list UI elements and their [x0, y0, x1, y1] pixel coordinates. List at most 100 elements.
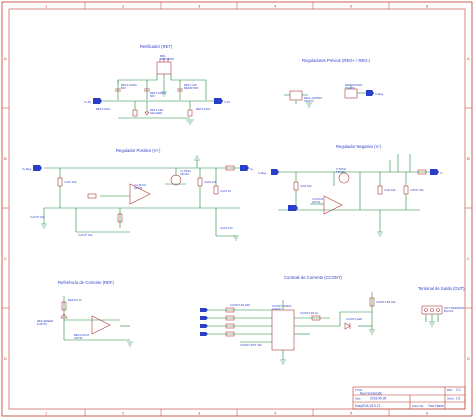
- row-label-b-right: B: [467, 156, 470, 161]
- ground-icon: [429, 321, 435, 327]
- col-label-3: 3: [198, 4, 201, 9]
- title-block-rev: 1.0: [456, 388, 461, 392]
- netflag-vref-in: [288, 205, 298, 211]
- section-title-output-terminal: Terminal de Saída (OUT): [418, 286, 465, 291]
- title-block-date: 2018-05-28: [370, 397, 387, 401]
- rectifier-section: [100, 58, 214, 125]
- label-pot-v2: V+POT 10k: [78, 233, 93, 237]
- label-r-v3: V+R3 1k: [220, 189, 231, 193]
- label-r-v2: V+R2 10k: [204, 180, 217, 184]
- label-r-cc3: CCONT-R3 10k: [376, 300, 396, 304]
- col-label-5: 5: [350, 4, 353, 9]
- col-label-2-bottom: 2: [122, 411, 125, 416]
- sheet-inner-frame: [8, 8, 466, 410]
- section-title-rectifier: Retificador (RET): [140, 44, 173, 49]
- title-block-rev-label: REV:: [447, 388, 453, 392]
- col-label-4: 4: [274, 4, 277, 9]
- label-r-ref: REF-R1 1k: [68, 298, 82, 302]
- label-r-n1: V-R1 10k: [300, 184, 312, 188]
- transistor-tip42[interactable]: [338, 172, 350, 184]
- netflag-vin-pos-label: V+IN: [84, 100, 91, 104]
- section-title-pre-regulators: Reguladores Prévios (REG+ / REG-): [302, 58, 371, 63]
- label-r-n2: V-R2 10k: [384, 188, 396, 192]
- ground-icon: [186, 119, 194, 125]
- transistor-tip41[interactable]: [170, 174, 182, 186]
- ground-icon: [127, 341, 133, 347]
- netflag-v-out-neg-label: V-: [440, 171, 443, 175]
- row-label-b: B: [4, 156, 7, 161]
- col-label-6-bottom: 6: [426, 411, 429, 416]
- netflag-vreg-neg-label: V-Reg: [375, 92, 384, 96]
- label-pot-n: V-POT 10k: [410, 188, 424, 192]
- ic-lm324[interactable]: [271, 309, 295, 351]
- netflag-vin-pos: V+IN: [84, 98, 102, 104]
- label-r-v1: V+R1 10k: [64, 180, 77, 184]
- title-block: [352, 386, 466, 410]
- pre-regulator-section: [284, 84, 366, 108]
- label-r-ret1-right: RET2-100n: [196, 107, 211, 111]
- label-pot-cc: CCONT-POT 10k: [240, 343, 262, 347]
- col-label-2: 2: [122, 4, 125, 9]
- row-label-c: C: [4, 256, 7, 261]
- section-title-current-ref: Referência de Corrente (REF): [58, 280, 114, 285]
- label-led-cc: CCONT-LED: [346, 317, 362, 321]
- netflag-vreg-pos-label: V+Reg: [22, 167, 32, 171]
- label-r-cc1: CCONT-R1 0R1: [230, 303, 251, 307]
- ground-icon: [161, 91, 167, 97]
- netflag-cc-in3: [200, 324, 208, 328]
- opamp-ref[interactable]: [91, 315, 111, 335]
- title-block-company: EasyEDA V5.5.21: [355, 404, 381, 408]
- bridge-rectifier[interactable]: [156, 61, 172, 75]
- section-title-current-control: Controle de Corrente (CCONT): [284, 275, 343, 280]
- ground-icon: [194, 155, 200, 161]
- col-label-6: 6: [426, 4, 429, 9]
- title-block-title: New Schematic: [360, 392, 383, 396]
- netflag-cc-in4: [200, 332, 208, 336]
- regulator-7924[interactable]: [344, 88, 358, 99]
- title-block-drawn-label: Drawn By:: [412, 404, 424, 408]
- opamp-v-minus[interactable]: [323, 195, 343, 215]
- netflag-cc-in1: [200, 308, 208, 312]
- row-label-a: A: [4, 56, 7, 61]
- row-label-d-right: D: [467, 356, 470, 361]
- label-r-cc2: CCONT-R2 1k: [300, 311, 319, 315]
- current-control-section: [206, 292, 375, 365]
- ground-icon: [306, 102, 312, 108]
- label-pot-v: V+POT 10k: [30, 215, 45, 219]
- netflag-vreg-pos: V+Reg: [22, 165, 42, 171]
- netflag-vin-neg: V-IN: [214, 98, 230, 104]
- current-ref-section: [60, 296, 133, 347]
- title-block-sheet-label: Sheet:: [447, 397, 455, 401]
- row-label-c-right: C: [467, 256, 470, 261]
- col-label-4-bottom: 4: [274, 411, 277, 416]
- netflag-vin-neg-label: V-IN: [224, 100, 230, 104]
- title-block-title-label: TITLE:: [355, 388, 363, 392]
- netflag-v-out-pos-label: V+: [250, 167, 254, 171]
- section-title-neg-regulator: Regulador Negativo (V-): [336, 144, 382, 149]
- opamp-v-plus[interactable]: [129, 183, 151, 205]
- ground-icon: [280, 359, 286, 365]
- label-r-v4: V+R4 470: [220, 226, 233, 230]
- netflag-vreg-neg: V-Reg: [366, 90, 384, 96]
- regulator-7824[interactable]: [289, 90, 303, 101]
- netflag-cc-in2: [200, 316, 208, 320]
- terminal-block[interactable]: [421, 305, 443, 315]
- ground-icon: [41, 223, 47, 229]
- ground-icon: [233, 235, 239, 241]
- title-block-drawn: Your Name: [428, 404, 444, 408]
- col-label-5-bottom: 5: [350, 411, 353, 416]
- netflag-v-out-neg: V-: [430, 169, 443, 175]
